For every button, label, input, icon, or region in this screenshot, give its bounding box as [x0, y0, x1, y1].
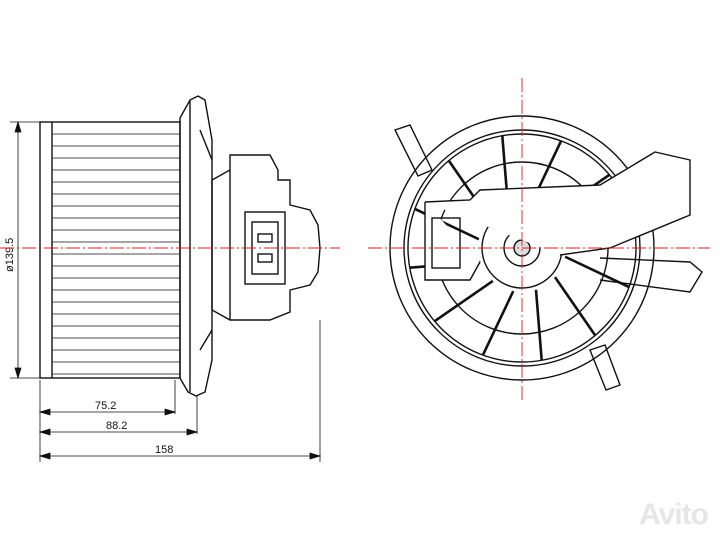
avito-watermark: Avito	[639, 498, 709, 531]
clip-bottom	[589, 344, 621, 391]
fan-spoke	[553, 276, 597, 337]
fan-spoke	[481, 290, 515, 356]
dim-75-label: 75.2	[95, 400, 116, 412]
side-view	[39, 95, 321, 397]
motor-arm	[424, 151, 691, 256]
centerlines-front	[368, 78, 710, 402]
fan-spoke	[433, 279, 494, 323]
dim-158-label: 158	[155, 444, 173, 456]
dimensions	[10, 120, 322, 462]
dim-88-label: 88.2	[106, 420, 127, 432]
mounting-flange	[179, 95, 213, 397]
diameter-label: ø139.5	[4, 238, 16, 272]
fan-spoke	[534, 289, 543, 361]
fan-wheel-side	[39, 121, 181, 379]
clip-top-left	[394, 124, 433, 177]
front-view	[389, 115, 703, 391]
motor-housing	[211, 154, 321, 321]
